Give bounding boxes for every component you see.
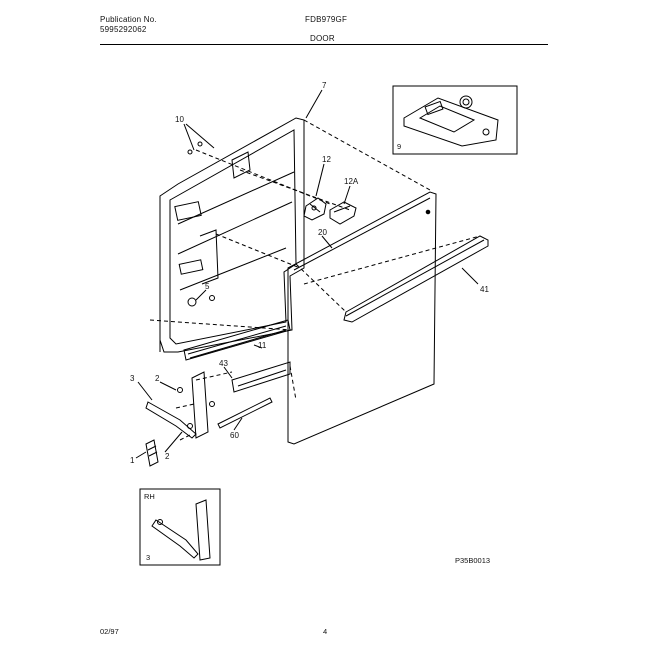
callout-20: 20 [318, 228, 327, 237]
publication-label: Publication No. [100, 15, 157, 24]
hinge-bracket [145, 371, 215, 439]
callout-1: 1 [130, 456, 135, 465]
figure-code: P35B0013 [455, 556, 491, 565]
projection-lines [149, 119, 481, 441]
section-title: DOOR [310, 34, 335, 43]
inset-box-top-right [392, 85, 518, 155]
door-handle [343, 235, 489, 323]
callout-12a: 12A [344, 177, 359, 186]
callout-10: 10 [175, 115, 184, 124]
bottom-trim-strip [183, 319, 291, 361]
callout-12: 12 [322, 155, 331, 164]
inset-rh-title: RH [144, 492, 155, 501]
screw-parts [177, 141, 215, 429]
door-outer-panel [287, 191, 437, 445]
leader-lines [135, 89, 479, 459]
callout-43: 43 [219, 359, 228, 368]
callout-3: 3 [130, 374, 135, 383]
callout-41: 41 [480, 285, 489, 294]
inset-box-rh [139, 488, 221, 566]
vent-strip [231, 361, 291, 393]
callout-5: 5 [205, 282, 210, 291]
door-latch-part [303, 197, 327, 221]
hinge-plate [145, 439, 159, 467]
spring-rod [217, 397, 273, 429]
footer-date: 02/97 [100, 627, 119, 636]
model-number: FDB979GF [305, 15, 348, 24]
header-rule [100, 44, 548, 45]
callout-2-lower: 2 [165, 452, 170, 461]
door-inner-liner [159, 117, 305, 353]
inset-rh-part: 3 [146, 553, 150, 562]
callout-2-upper: 2 [155, 374, 160, 383]
publication-number: 5995292062 [100, 25, 147, 34]
callout-11: 11 [258, 341, 267, 350]
latch-strike-part [329, 201, 357, 225]
callout-7: 7 [322, 81, 327, 90]
page-number: 4 [323, 627, 328, 636]
callout-9: 9 [397, 142, 401, 151]
callout-60: 60 [230, 431, 239, 440]
